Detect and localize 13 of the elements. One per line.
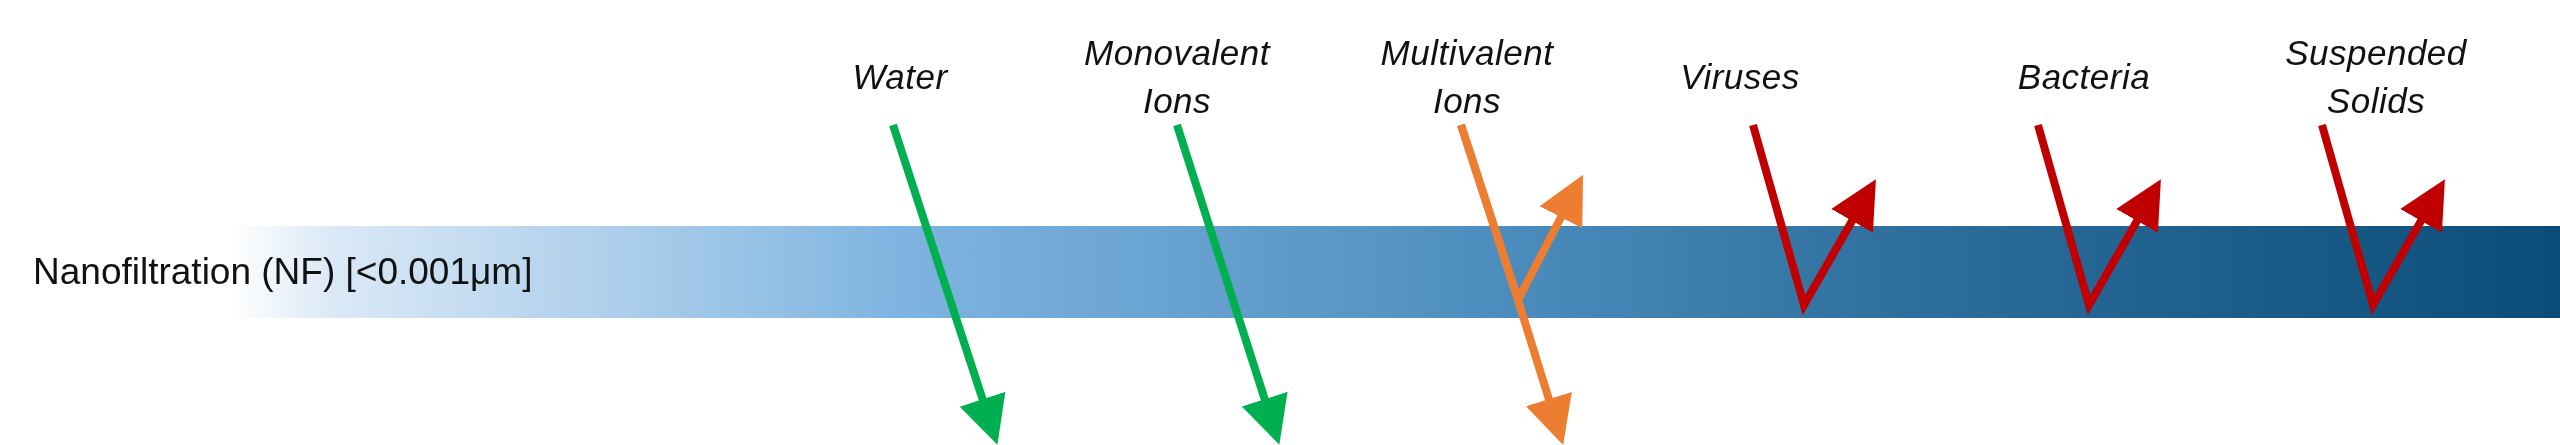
particle-label: Multivalent Ions xyxy=(1379,31,1555,122)
arrow xyxy=(1749,123,1876,316)
arrow xyxy=(1457,123,1584,311)
particle-label: Viruses xyxy=(1680,55,1800,98)
particle-label: Water xyxy=(852,55,948,98)
particle-label: Suspended Solids xyxy=(2284,31,2468,122)
particle-label: Bacteria xyxy=(2017,55,2151,98)
band-label: Nanofiltration (NF) [<0.001μm] xyxy=(33,251,533,293)
arrow xyxy=(1173,123,1288,445)
arrow xyxy=(889,123,1006,445)
arrow xyxy=(2318,123,2445,316)
arrow xyxy=(2034,123,2161,316)
particle-label: Monovalent Ions xyxy=(1083,31,1272,122)
